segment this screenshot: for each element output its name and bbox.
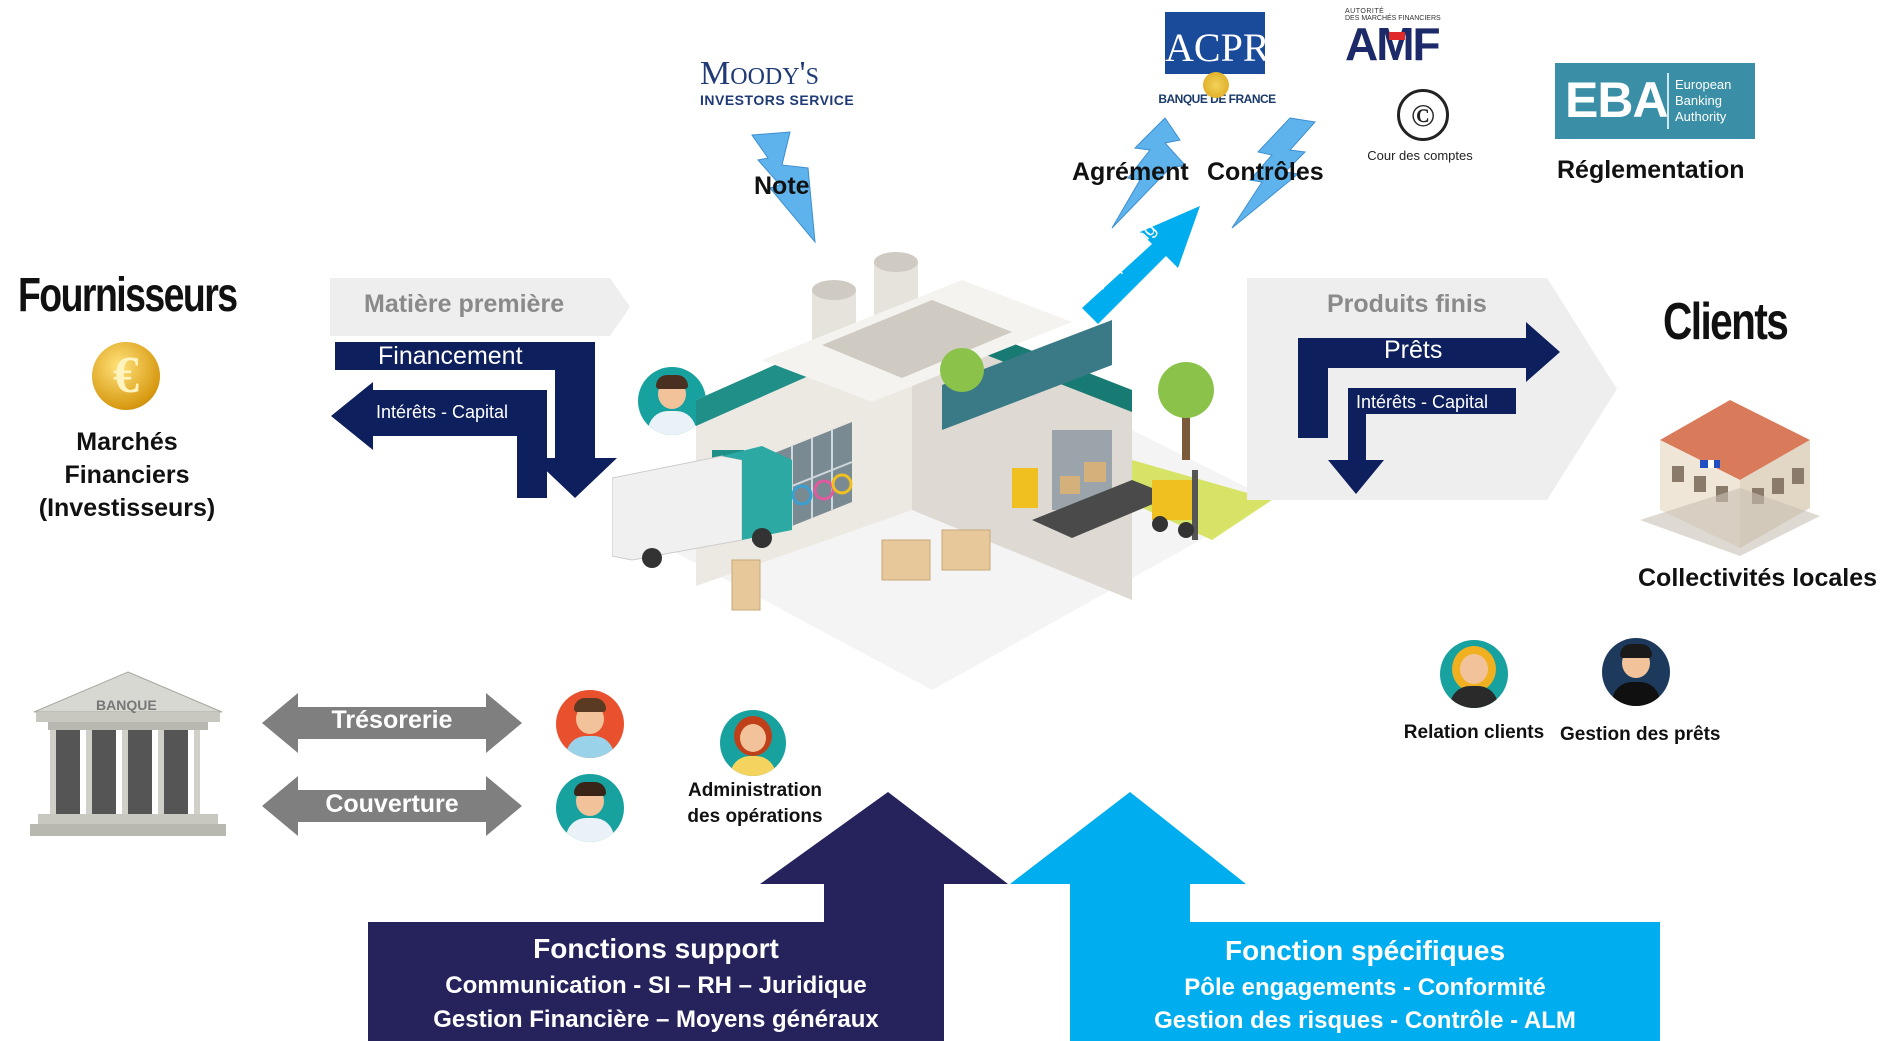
agrement-label: Agrément [1072, 158, 1189, 186]
reglementation-label: Réglementation [1557, 156, 1745, 184]
interets-capital-label-right: Intérêts - Capital [1356, 392, 1489, 412]
interets-capital-label-left: Intérêts - Capital [376, 402, 509, 422]
support-arrow [368, 792, 1008, 1041]
specific-arrow [1010, 792, 1660, 1041]
amf-logo-small2: DES MARCHÉS FINANCIERS [1345, 15, 1441, 22]
avatar-tresorerie [556, 690, 624, 758]
administration-label-1: Administration [687, 780, 823, 801]
collectivites-label: Collectivités locales [1638, 564, 1878, 592]
avatar-gestion-prets [1602, 638, 1670, 706]
specific-line-2: Gestion des risques - Contrôle - ALM [1154, 1007, 1576, 1034]
avatar-administration [720, 710, 786, 776]
couverture-label: Couverture [325, 790, 459, 818]
cour-des-comptes-icon: © [1397, 89, 1449, 141]
reporting-arrow [1082, 206, 1200, 324]
tresorerie-label: Trésorerie [331, 706, 453, 734]
support-line-2: Gestion Financière – Moyens généraux [433, 1006, 879, 1033]
matiere-premiere-label: Matière première [364, 290, 565, 318]
amf-logo-accent [1389, 32, 1405, 40]
financement-arrows [331, 342, 617, 498]
eba-logo-sub2: Banking [1675, 93, 1722, 108]
town-hall-icon [1640, 400, 1820, 556]
support-line-1: Communication - SI – RH – Juridique [445, 972, 867, 999]
euro-icon: € [92, 342, 160, 410]
marches-label-3: (Investisseurs) [38, 494, 216, 522]
avatar-financement [638, 367, 706, 435]
cour-des-comptes-logo: © Cour des comptes [1355, 85, 1485, 165]
eba-logo-sub3: Authority [1675, 109, 1727, 124]
acpr-logo-sub: BANQUE DE FRANCE [1158, 92, 1276, 106]
prets-arrow [1298, 322, 1560, 438]
prets-label: Prêts [1384, 336, 1443, 364]
note-label: Note [754, 172, 810, 200]
agrement-lightning-icon [1111, 117, 1186, 229]
couverture-arrow [262, 776, 522, 836]
gestion-prets-label: Gestion des prêts [1560, 724, 1721, 745]
matiere-premiere-banner [330, 278, 630, 336]
fournisseurs-title: Fournisseurs [18, 269, 238, 322]
administration-label-2: des opérations [687, 806, 823, 827]
controles-label: Contrôles [1207, 158, 1324, 186]
factory-illustration [612, 252, 1272, 690]
moodys-logo-sub: INVESTORS SERVICE [700, 92, 855, 108]
tresorerie-arrow [262, 693, 522, 753]
interets-arrow-left [331, 382, 547, 498]
acpr-logo-star-icon [1203, 72, 1229, 98]
specific-title: Fonction spécifiques [1224, 935, 1506, 966]
note-lightning-icon [751, 131, 816, 244]
moodys-logo-main: Moody's [700, 55, 820, 92]
produits-finis-label: Produits finis [1327, 290, 1487, 318]
bank-building-icon [30, 671, 226, 836]
bank-sign: BANQUE [96, 697, 157, 713]
marches-label-2: Financiers [64, 461, 190, 489]
acpr-logo-box [1165, 12, 1265, 74]
relation-clients-label: Relation clients [1403, 722, 1545, 743]
financement-label: Financement [378, 342, 523, 370]
amf-logo-main: AMF [1345, 18, 1441, 70]
cour-des-comptes-label: Cour des comptes [1367, 148, 1473, 163]
eba-logo-divider [1667, 73, 1669, 129]
avatar-couverture [556, 774, 624, 842]
eba-logo-main: EBA [1565, 72, 1669, 128]
amf-logo: AUTORITÉ DES MARCHÉS FINANCIERS AMF [1345, 8, 1485, 68]
amf-logo-small1: AUTORITÉ [1345, 8, 1385, 15]
acpr-logo-text: ACPR [1165, 25, 1270, 70]
controles-lightning-icon [1231, 117, 1316, 229]
eba-logo: EBA European Banking Authority [1555, 63, 1755, 139]
eba-logo-sub1: European [1675, 77, 1732, 92]
clients-title: Clients [1663, 293, 1789, 351]
interets-arrow-right [1328, 388, 1516, 494]
avatar-relation-clients [1440, 640, 1508, 708]
specific-line-1: Pôle engagements - Conformité [1184, 974, 1546, 1001]
prets-arrows [1298, 322, 1560, 494]
acpr-logo: ACPR BANQUE DE FRANCE [1158, 12, 1276, 112]
moodys-logo: Moody's INVESTORS SERVICE [700, 56, 870, 114]
support-title: Fonctions support [533, 933, 779, 964]
marches-label-1: Marchés [76, 428, 178, 456]
